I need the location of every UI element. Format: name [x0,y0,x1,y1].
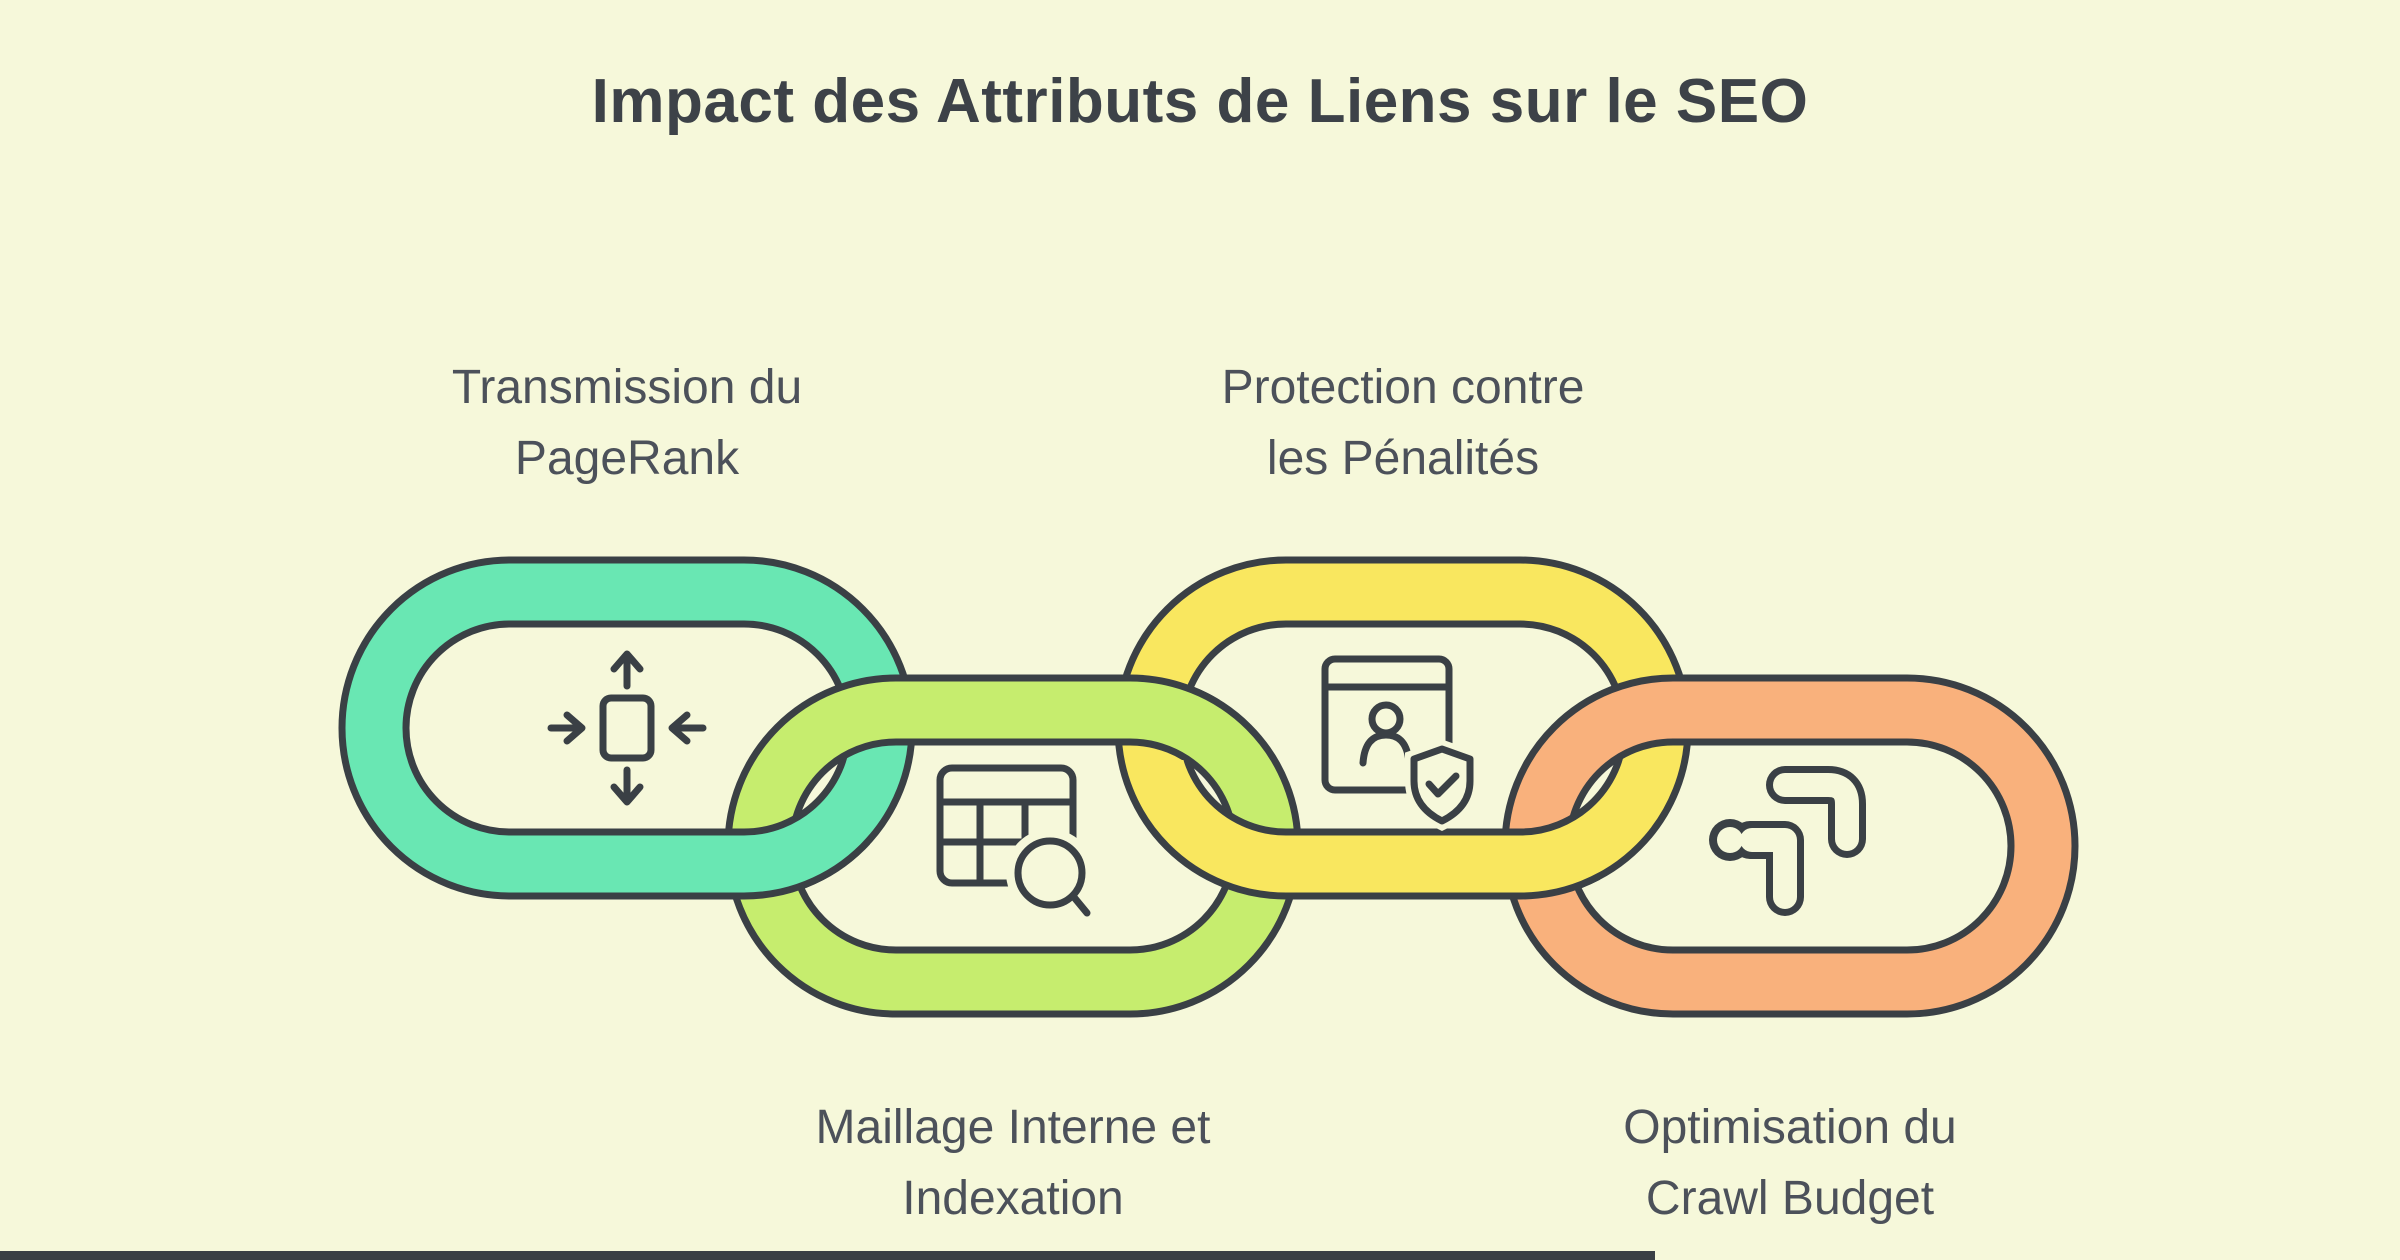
label-line: les Pénalités [1266,432,1540,485]
label-line: PageRank [514,432,740,485]
label-line: Crawl Budget [1645,1172,1935,1225]
bottom-edge-line [0,1251,1655,1260]
browser-user-shield-icon [1321,655,1479,832]
label-line: Transmission du [451,361,803,414]
label-pagerank: Transmission du PageRank [327,352,927,494]
page-title: Impact des Attributs de Liens sur le SEO [591,67,1809,136]
move-arrows-icon [547,650,707,806]
label-line: Indexation [902,1172,1124,1225]
label-maillage: Maillage Interne et Indexation [713,1092,1313,1234]
label-line: Optimisation du [1623,1101,1957,1154]
label-line: Maillage Interne et [815,1101,1211,1154]
flow-arrows-icon [1709,766,1866,916]
label-crawl: Optimisation du Crawl Budget [1490,1092,2090,1234]
chain-link-maillage-overlap [1100,674,1220,760]
chain-link-maillage [724,674,1302,1018]
chain-link-protection-overlap [1480,810,1600,900]
label-protection: Protection contre les Pénalités [1103,352,1703,494]
chain-link-crawl [1501,674,2079,1018]
label-line: Protection contre [1221,361,1585,414]
table-search-icon [936,764,1094,917]
chain-link-pagerank-overlap [690,810,870,900]
